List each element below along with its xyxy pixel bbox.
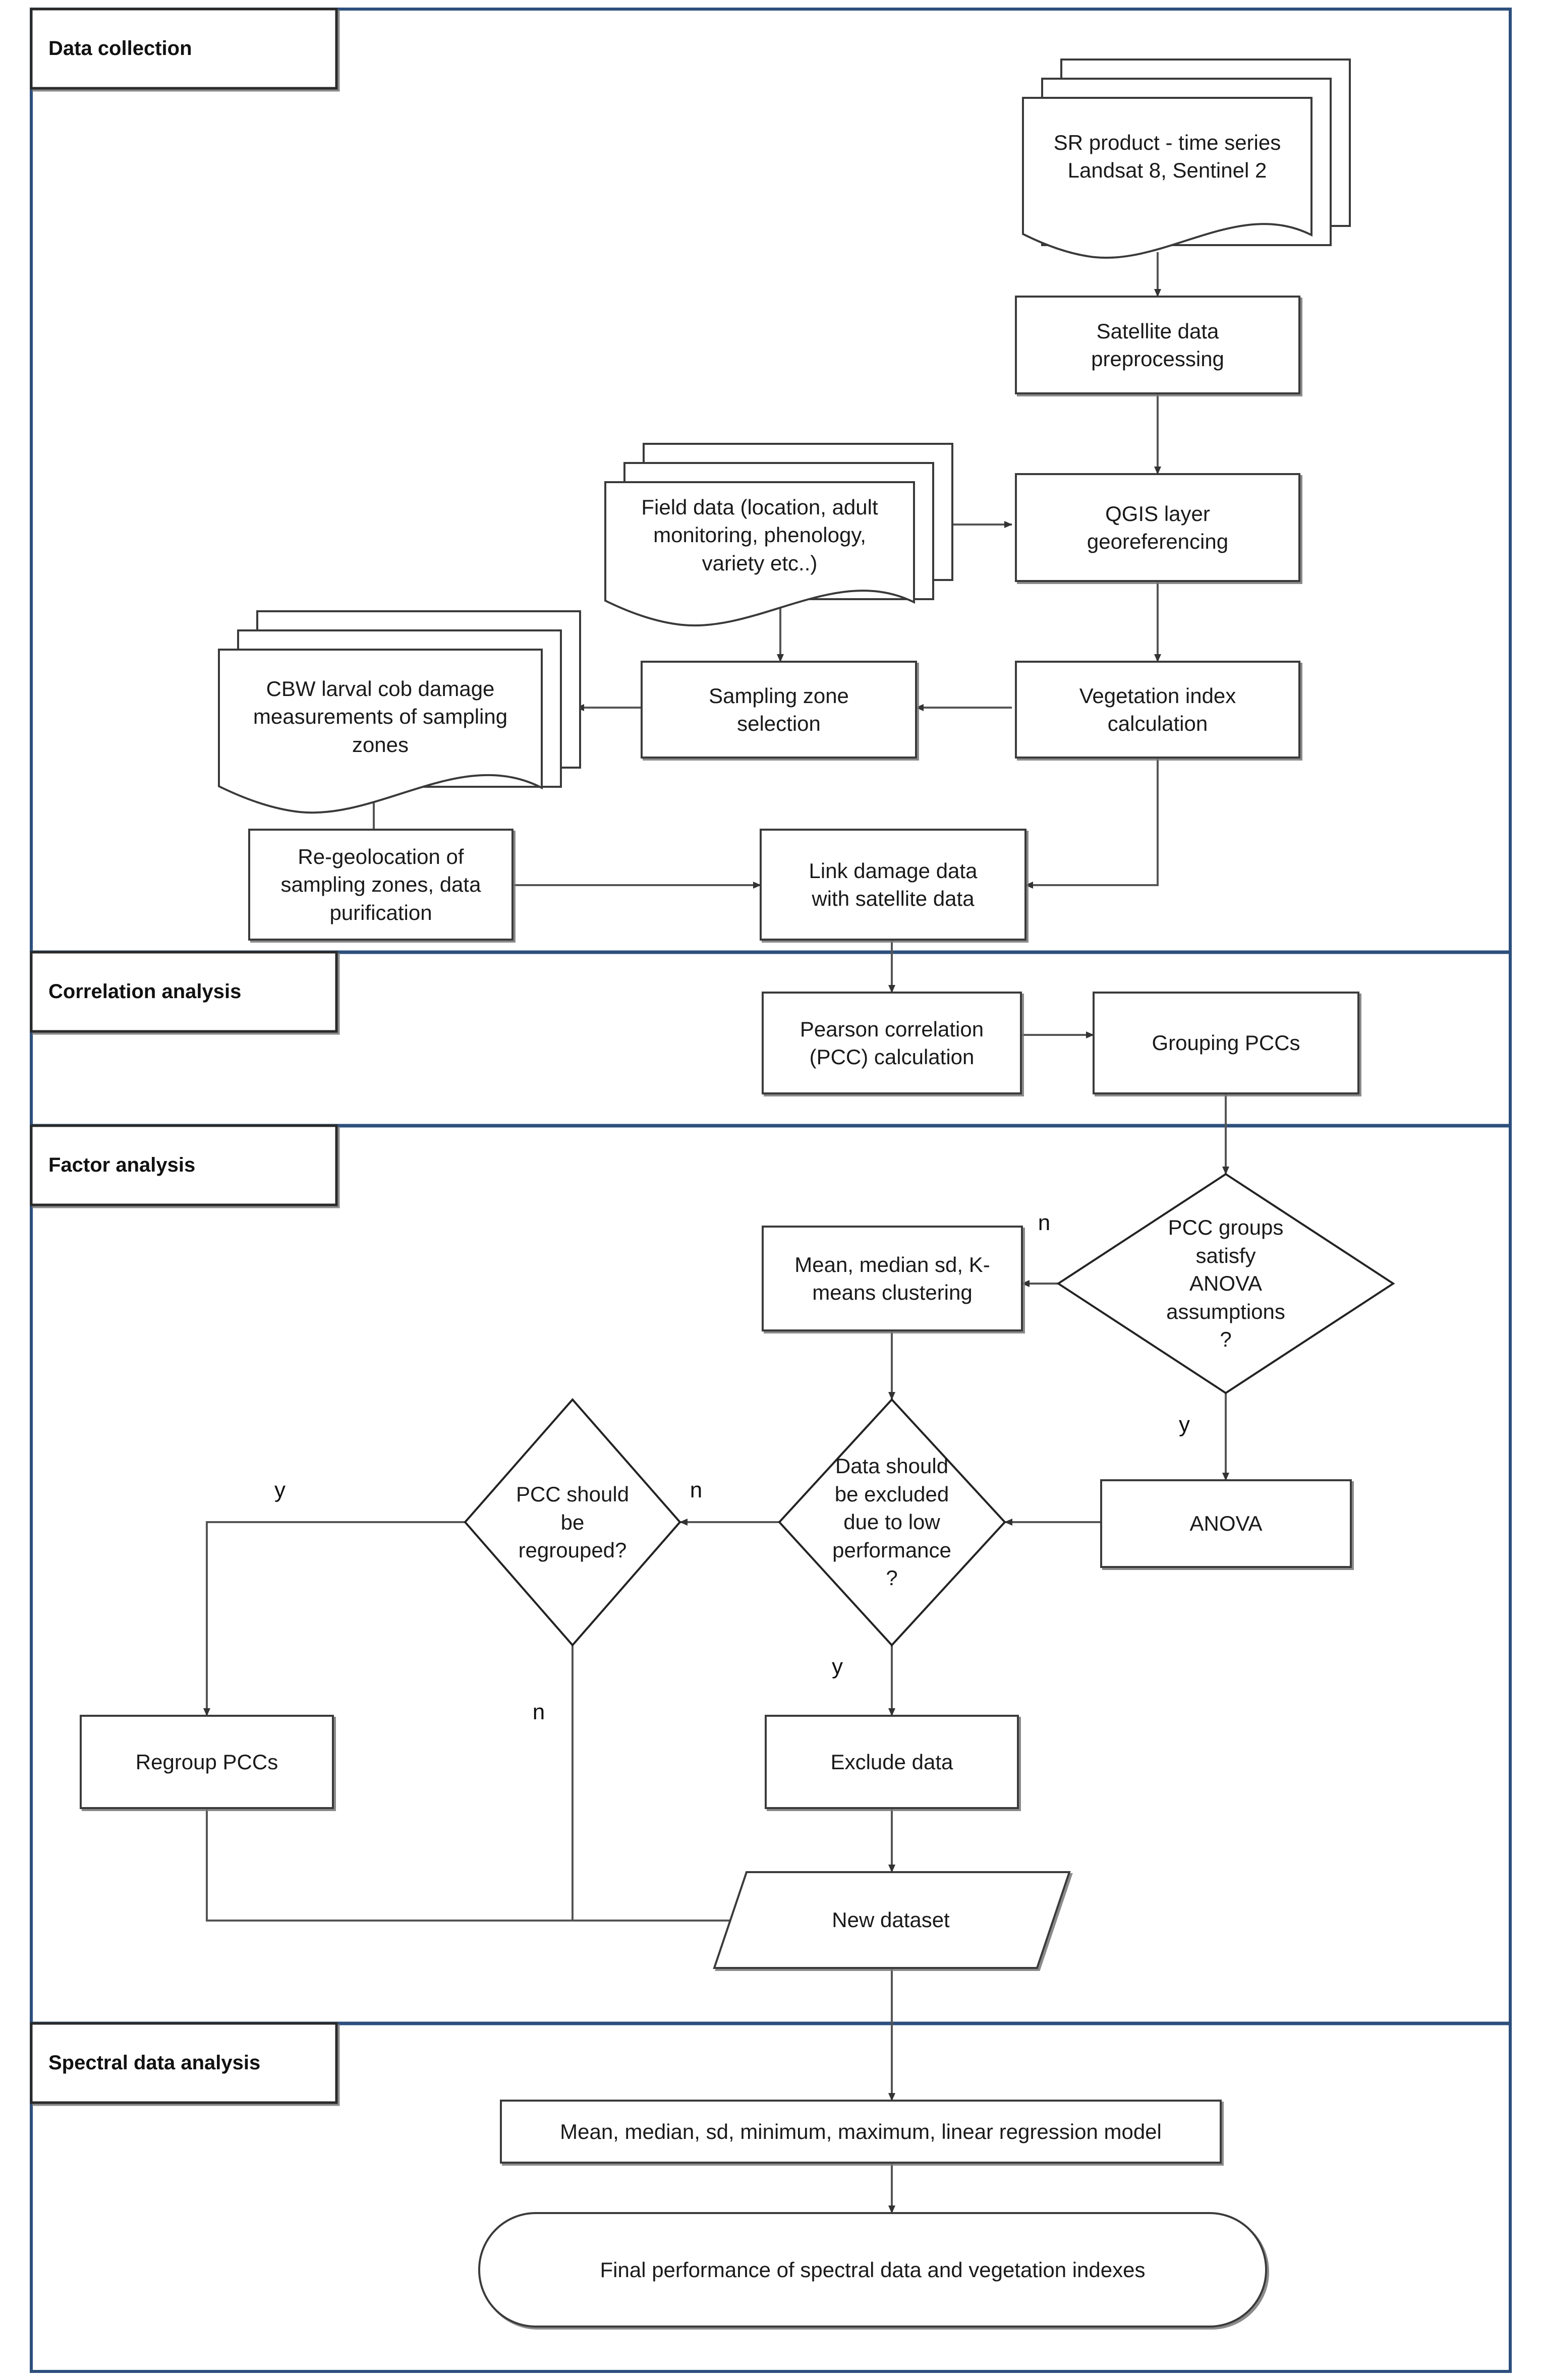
node-sampling-zone-selection	[641, 661, 917, 759]
node-exclude-data	[765, 1715, 1019, 1809]
edge-label-exclude-decision-no: n	[690, 1478, 703, 1502]
node-cbw-damage	[218, 610, 581, 814]
edge-label-regroup-decision-yes: y	[274, 1478, 286, 1502]
connectors	[203, 252, 1229, 2214]
edge-label-exclude-decision-yes: y	[832, 1654, 843, 1679]
node-final-performance	[478, 2212, 1267, 2328]
edge-label-anova-assumptions-yes: y	[1179, 1412, 1190, 1437]
node-qgis-georeferencing	[1015, 473, 1300, 582]
node-satellite-preprocessing	[1015, 296, 1300, 394]
section-label-factor-analysis: Factor analysis	[48, 1154, 196, 1176]
node-stats-regression	[500, 2100, 1222, 2164]
edge-label-regroup-decision-no: n	[532, 1700, 545, 1724]
section-title-boxes	[30, 8, 338, 2104]
node-sr-product	[1022, 59, 1351, 259]
node-link-damage	[760, 829, 1026, 941]
node-mean-median-kmeans	[762, 1226, 1023, 1331]
section-label-data-collection: Data collection	[48, 37, 192, 60]
node-regroup-decision	[464, 1398, 681, 1647]
node-pearson-correlation	[762, 992, 1022, 1094]
node-regroup-pccs	[80, 1715, 334, 1809]
node-vegetation-index	[1015, 661, 1300, 759]
node-grouping-pccs	[1093, 992, 1359, 1094]
section-label-correlation-analysis: Correlation analysis	[48, 980, 242, 1003]
node-field-data	[604, 443, 953, 627]
node-anova	[1100, 1479, 1352, 1568]
node-new-dataset	[713, 1871, 1071, 1969]
node-anova-assumptions-decision	[1056, 1173, 1395, 1395]
node-regeolocation	[248, 829, 513, 941]
node-exclude-decision	[778, 1398, 1006, 1647]
section-label-spectral-data-analysis: Spectral data analysis	[48, 2052, 261, 2074]
edge-label-anova-assumptions-no: n	[1038, 1210, 1051, 1235]
